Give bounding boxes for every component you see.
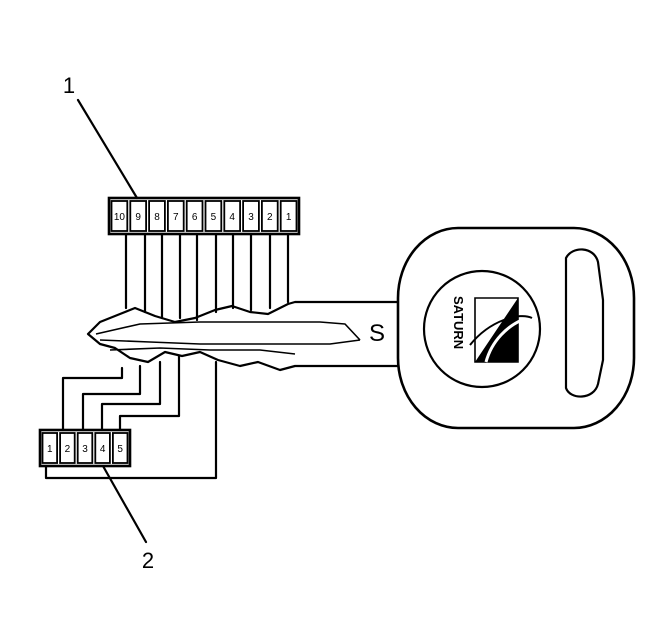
upper-connector-pin-2: [260, 200, 279, 232]
key-ring-slot: [564, 248, 605, 398]
lower-connector-pin-label: 3: [82, 444, 88, 455]
callout-2-leader: [101, 464, 148, 544]
upper-connector-pin-9: [129, 200, 148, 232]
upper-connector-pin-label: 2: [267, 212, 273, 223]
key-blade-letter: S: [369, 320, 385, 347]
upper-connector-pin-8: [148, 200, 166, 232]
upper-connector-pin-10: [110, 200, 129, 232]
upper-connector-pin-1: [279, 200, 298, 232]
lower-wires: [44, 354, 218, 480]
callout-2: 2: [101, 464, 154, 573]
callout-1-leader: [76, 98, 139, 200]
lower-connector-pin-3: [76, 432, 94, 464]
upper-connector-pin-label: 3: [248, 212, 254, 223]
upper-connector-pin-label: 5: [211, 212, 217, 223]
lower-connector-pin-2: [59, 432, 76, 464]
upper-connector-pin-5: [204, 200, 223, 232]
key-blade-groove-upper: [95, 321, 361, 341]
lower-connector-pin-label: 4: [100, 444, 106, 455]
lower-connector-pin-label: 2: [65, 444, 71, 455]
upper-connector-pin-6: [185, 200, 204, 232]
upper-connector-pin-label: 10: [114, 212, 126, 223]
key-blade: S: [86, 300, 402, 372]
key-brand-text: SATURN: [451, 296, 466, 349]
lower-connector-pin-5: [112, 432, 129, 464]
upper-connector-pin-label: 9: [135, 212, 141, 223]
lower-connector-pin-label: 5: [117, 444, 123, 455]
key-blade-groove-lower: [99, 339, 361, 345]
key-head: SATURN: [396, 226, 636, 430]
upper-connector-pin-4: [223, 200, 242, 232]
upper-connector-pin-label: 4: [229, 212, 235, 223]
upper-connector-pin-label: 1: [286, 212, 292, 223]
key-blade-outline: [86, 300, 402, 372]
callout-1-label: 1: [63, 73, 75, 98]
saturn-emblem-icon: [469, 297, 533, 363]
lower-connector-pin-1: [41, 432, 59, 464]
lower-connector-pin-label: 1: [47, 444, 53, 455]
callout-2-label: 2: [142, 548, 154, 573]
key-blade-groove-bottom: [109, 347, 296, 355]
upper-connector-pin-3: [242, 200, 260, 232]
upper-connector: 10 9 8 7 6 5 4 3 2 1: [107, 196, 301, 322]
callout-1: 1: [63, 73, 139, 200]
upper-connector-pin-label: 7: [173, 212, 179, 223]
lower-connector-pin-4: [94, 432, 111, 464]
upper-connector-pin-7: [166, 200, 185, 232]
upper-wires: [124, 232, 290, 322]
upper-connector-pin-label: 8: [154, 212, 160, 223]
upper-connector-pin-label: 6: [192, 212, 198, 223]
